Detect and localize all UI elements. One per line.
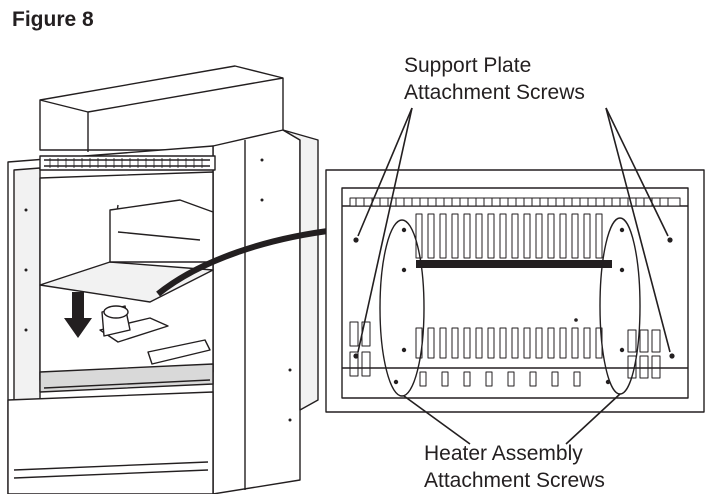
detail-heater-bar (416, 260, 612, 268)
detail-bottom-tabs (419, 371, 581, 387)
support-plate-screw (353, 237, 359, 243)
support-plate (39, 261, 214, 303)
figure-title: Figure 8 (12, 8, 94, 31)
support-plate-screw (669, 353, 675, 359)
log-set (99, 305, 211, 365)
detail-lower-slots (349, 321, 661, 379)
heater-screw-ellipse-left (379, 219, 425, 397)
heater-screw (619, 267, 625, 273)
support-plate-screw (353, 353, 359, 359)
heater-screw (619, 227, 625, 233)
heater-assembly-detail (325, 169, 705, 413)
fireplace-insert (7, 65, 319, 494)
detail-top-teeth (349, 197, 681, 207)
insert-vent-strip (39, 155, 216, 171)
heater-screw (393, 379, 399, 385)
heater-assembly-line1: Heater Assembly (424, 442, 583, 465)
base-grate (39, 363, 214, 393)
insert-side-panel (212, 129, 301, 494)
heater-assembly-leaders (403, 393, 621, 445)
heater-screw (401, 227, 407, 233)
heater-assembly-callout: Heater Assembly Attachment Screws (424, 440, 624, 494)
support-plate-line1: Support Plate (404, 54, 532, 77)
support-plate-line2: Attachment Screws (404, 81, 585, 104)
heater-assembly-line2: Attachment Screws (424, 469, 605, 492)
insert-left-post (13, 167, 41, 401)
down-arrow-icon (64, 292, 92, 338)
support-plate-callout: Support Plate Attachment Screws (404, 52, 664, 106)
insert-side-bracket (282, 129, 319, 411)
heater-screw (401, 267, 407, 273)
insert-bottom-panel (7, 391, 214, 494)
heater-screw (401, 347, 407, 353)
support-plate-leaders (357, 107, 671, 353)
heater-unit (109, 199, 214, 263)
detail-upper-slots (415, 213, 603, 259)
support-plate-screw (667, 237, 673, 243)
heater-screw (619, 347, 625, 353)
detail-leader-curve (156, 227, 337, 297)
detail-screws (353, 227, 675, 385)
